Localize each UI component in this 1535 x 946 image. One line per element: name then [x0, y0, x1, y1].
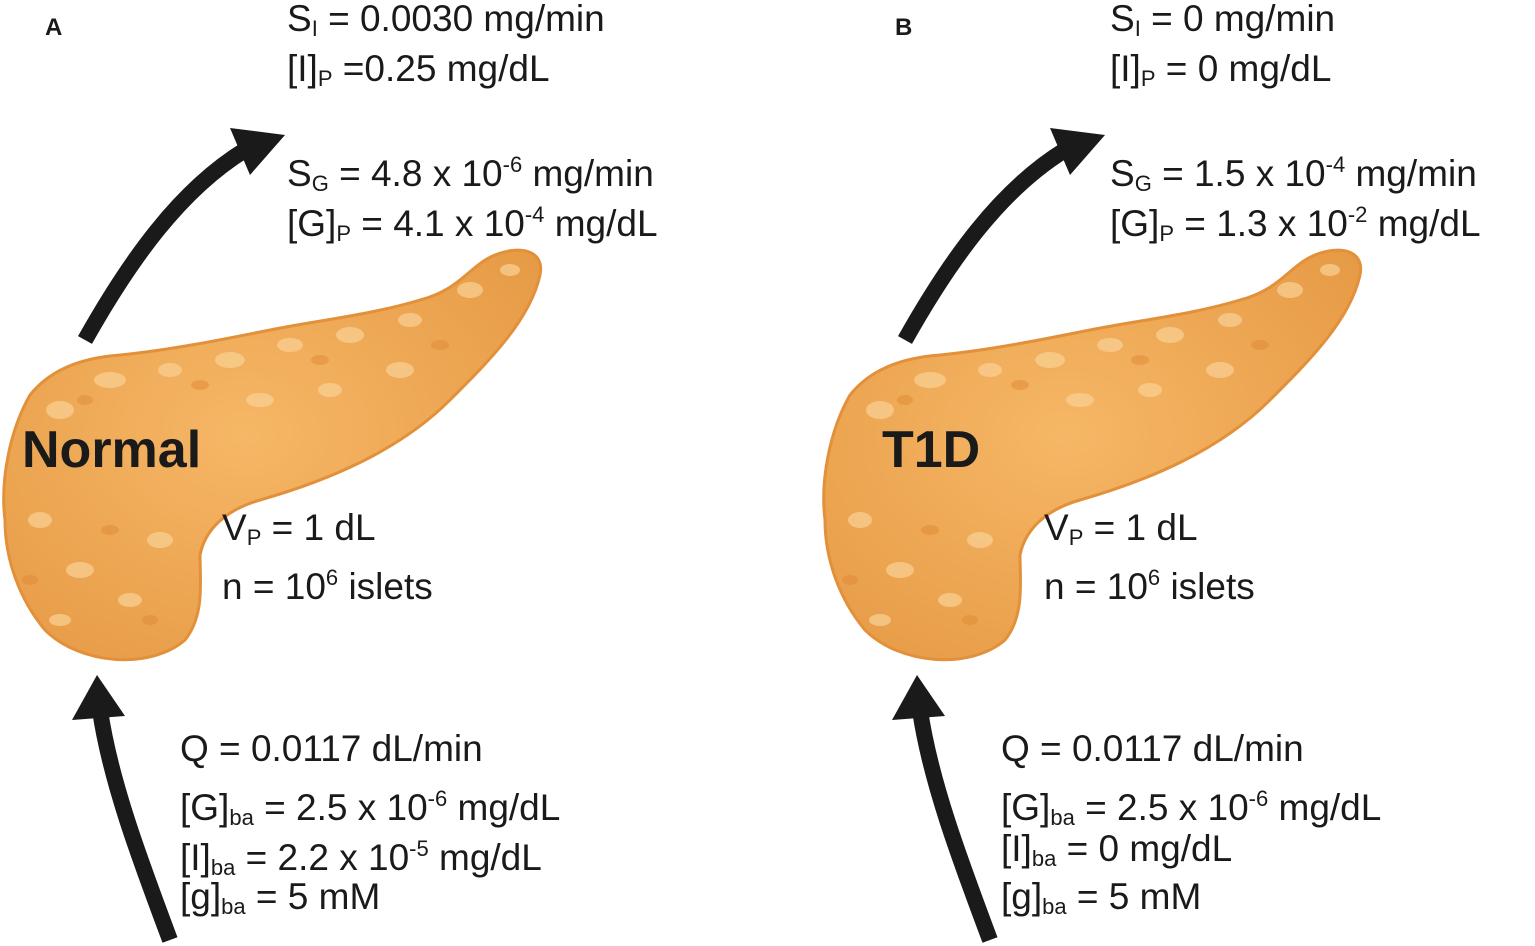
panel-artwork: [822, 128, 1363, 943]
pancreas-volume: VP = 1 dL: [222, 507, 376, 550]
inflow-arrow: [72, 675, 178, 943]
panel-artwork: [2, 128, 543, 943]
glucose-blood-arterial: [g]ba = 5 mM: [1001, 876, 1202, 919]
insulin-blood-arterial: [I]ba = 2.2 x 10-5 mg/dL: [180, 836, 542, 880]
glucagon-concentration-pancreas: [G]P = 4.1 x 10-4 mg/dL: [287, 202, 658, 246]
condition-label: Normal: [22, 421, 202, 479]
condition-label: T1D: [882, 421, 981, 479]
insulin-blood-arterial: [I]ba = 0 mg/dL: [1001, 828, 1233, 871]
outflow-arrow: [898, 128, 1105, 344]
secretion-glucagon: SG = 1.5 x 10-4 mg/min: [1110, 152, 1477, 196]
islet-count: n = 106 islets: [222, 565, 433, 607]
panel-normal: A SI = 0.0030 mg/min [I]P =0.25 mg/dL SG…: [0, 0, 767, 946]
pancreas-illustration: [2, 248, 543, 662]
secretion-insulin: SI = 0 mg/min: [1110, 0, 1336, 41]
inflow-arrow: [892, 675, 998, 943]
insulin-concentration-pancreas: [I]P =0.25 mg/dL: [287, 48, 550, 91]
blood-flow: Q = 0.0117 dL/min: [180, 728, 483, 769]
glucagon-blood-arterial: [G]ba = 2.5 x 10-6 mg/dL: [1001, 786, 1382, 830]
blood-flow: Q = 0.0117 dL/min: [1001, 728, 1304, 769]
panel-letter: A: [45, 14, 63, 41]
islet-count: n = 106 islets: [1044, 565, 1255, 607]
glucose-blood-arterial: [g]ba = 5 mM: [180, 876, 381, 919]
panel-t1d: B SI = 0 mg/min [I]P = 0 mg/dL SG = 1.5 …: [820, 0, 1535, 946]
glucagon-blood-arterial: [G]ba = 2.5 x 10-6 mg/dL: [180, 786, 561, 830]
glucagon-concentration-pancreas: [G]P = 1.3 x 10-2 mg/dL: [1110, 202, 1481, 246]
pancreas-volume: VP = 1 dL: [1044, 507, 1198, 550]
outflow-arrow: [78, 128, 285, 344]
panel-letter: B: [895, 14, 913, 41]
pancreas-illustration: [822, 248, 1363, 662]
secretion-glucagon: SG = 4.8 x 10-6 mg/min: [287, 152, 654, 196]
secretion-insulin: SI = 0.0030 mg/min: [287, 0, 605, 41]
insulin-concentration-pancreas: [I]P = 0 mg/dL: [1110, 48, 1332, 91]
